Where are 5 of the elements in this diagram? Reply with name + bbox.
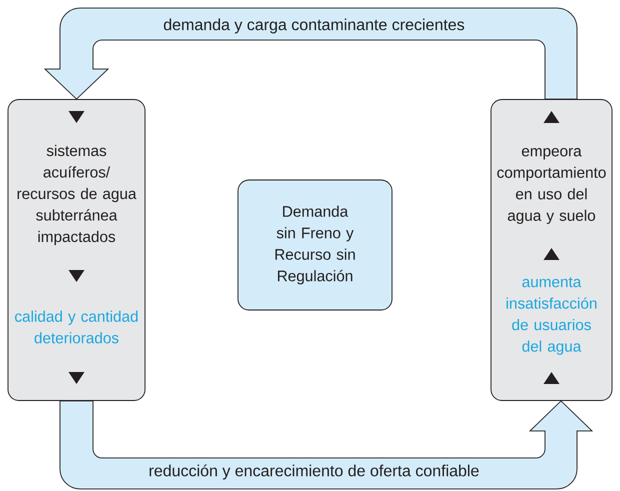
edge-label: reducción y encarecimiento de oferta confiable — [148, 463, 480, 481]
edge-label: demanda y carga contaminante crecientes — [162, 18, 466, 34]
process-box: sistemas acuíferos/ recursos de agua subterránea impactados calidad y cantidad deteriorados — [8, 99, 146, 401]
process-box: empeora comportamiento en uso del agua y suelo aumenta insatisfacción de usuarios del agua — [490, 99, 612, 401]
process-box: Demanda sin Freno y Recurso sin Regulación — [238, 180, 392, 310]
